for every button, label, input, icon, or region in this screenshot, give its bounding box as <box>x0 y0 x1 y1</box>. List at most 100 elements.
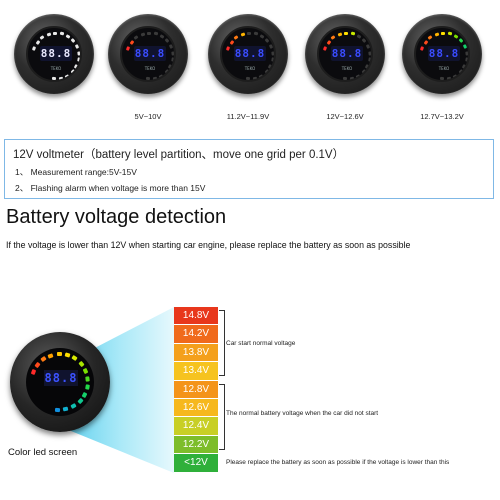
scale-value: 12.2V <box>174 435 218 455</box>
level-segment <box>453 34 459 39</box>
level-segment <box>271 51 274 56</box>
level-segment <box>434 32 439 37</box>
level-segment <box>268 63 273 69</box>
voltage-range-label: 11.2V~11.9V <box>226 112 270 121</box>
level-segment <box>77 51 80 56</box>
level-segment <box>337 32 342 37</box>
annotation-start: Car start normal voltage <box>226 340 296 347</box>
level-segment <box>54 407 61 413</box>
annotation-replace: Please replace the battery as soon as po… <box>226 459 450 466</box>
level-segment <box>349 76 355 80</box>
info-line-1: 1、 Measurement range:5V-15V <box>15 167 137 177</box>
level-segment <box>330 35 336 40</box>
level-segment <box>77 360 85 367</box>
level-segment <box>356 34 362 39</box>
level-segment <box>65 34 71 39</box>
level-segment <box>462 44 468 50</box>
level-segment <box>464 57 468 63</box>
scale-value: 12.8V <box>174 380 218 399</box>
annotation-normal: The normal battery voltage when the car … <box>226 410 379 417</box>
level-segment <box>152 76 158 80</box>
voltmeter-display: 88.8 <box>428 46 460 61</box>
voltmeter-display: 88.8 <box>234 46 266 61</box>
section-heading: Battery voltage detection <box>6 206 227 228</box>
level-segment <box>46 32 51 37</box>
level-segment <box>56 351 62 357</box>
level-segment <box>140 32 145 37</box>
scale-value: <12V <box>174 454 218 473</box>
level-segment <box>355 73 361 79</box>
level-segment <box>147 31 152 35</box>
bracket-start <box>219 310 225 376</box>
level-segment <box>458 38 464 44</box>
level-segment <box>32 45 37 51</box>
level-segment <box>64 352 71 358</box>
level-segment <box>153 31 159 36</box>
voltmeter-brand: TEKO <box>341 66 353 71</box>
level-segment <box>76 57 80 63</box>
scale-value: 12.4V <box>174 417 218 436</box>
level-segment <box>441 31 446 35</box>
info-title: 12V voltmeter（battery level partition、mo… <box>13 149 345 161</box>
big-voltmeter-display: 88.8 <box>44 370 78 386</box>
level-segment <box>71 355 79 362</box>
level-segment <box>158 73 164 79</box>
level-segment <box>427 35 433 40</box>
level-segment <box>447 31 453 36</box>
level-segment <box>226 45 231 51</box>
level-segment <box>368 51 371 56</box>
level-segment <box>367 57 371 63</box>
level-segment <box>51 77 57 80</box>
level-segment <box>47 352 54 359</box>
info-line-2: 2、 Flashing alarm when voltage is more t… <box>15 183 206 193</box>
scale-value: 13.4V <box>174 362 218 381</box>
level-segment <box>30 369 37 376</box>
level-segment <box>264 38 270 44</box>
level-segment <box>164 38 170 44</box>
level-segment <box>145 77 151 80</box>
level-segment <box>59 31 65 36</box>
level-segment <box>344 31 349 35</box>
level-segment <box>58 76 64 80</box>
info-box: 12V voltmeter（battery level partition、mo… <box>4 139 494 199</box>
level-segment <box>465 51 468 56</box>
level-segment <box>82 367 89 374</box>
level-segment <box>365 63 370 69</box>
level-segment <box>361 38 367 44</box>
voltmeter-brand: TEKO <box>244 66 256 71</box>
level-segment <box>85 375 91 382</box>
level-segment <box>350 31 356 36</box>
level-segment <box>326 39 332 45</box>
level-segment <box>164 69 169 75</box>
level-segment <box>170 57 174 63</box>
level-segment <box>264 69 269 75</box>
level-segment <box>34 361 41 369</box>
voltmeter-display: 88.8 <box>331 46 363 61</box>
level-segment <box>253 31 259 36</box>
scale-value: 14.2V <box>174 325 218 344</box>
level-segment <box>168 63 173 69</box>
level-segment <box>420 45 425 51</box>
level-segment <box>458 69 463 75</box>
level-segment <box>64 73 70 79</box>
voltmeter-display: 88.8 <box>40 46 72 61</box>
level-segment <box>39 35 45 40</box>
level-segment <box>76 398 84 405</box>
level-segment <box>74 44 80 50</box>
level-segment <box>240 32 245 37</box>
voltmeter-brand: TEKO <box>144 66 156 71</box>
level-segment <box>252 76 258 80</box>
level-segment <box>323 45 328 51</box>
level-segment <box>233 35 239 40</box>
big-voltmeter: 88.8 <box>10 332 110 432</box>
level-segment <box>270 57 274 63</box>
level-segment <box>35 39 41 45</box>
scale-value: 12.6V <box>174 398 218 418</box>
scale-value: 14.8V <box>174 307 218 326</box>
